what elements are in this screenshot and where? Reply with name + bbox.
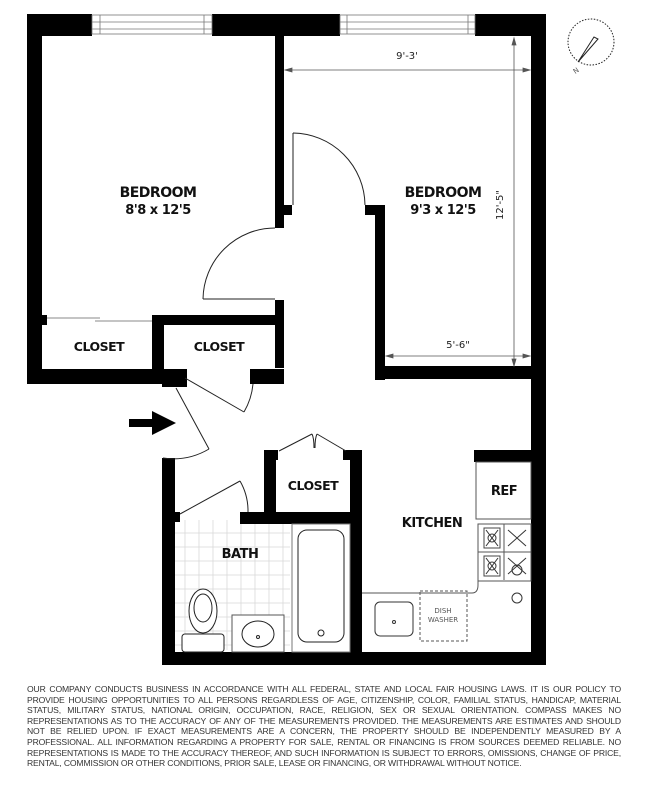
kitchen-fixtures [362, 461, 532, 642]
dimension-bedroom2-lower-width: 5'-6" [446, 340, 470, 351]
room-name-bath: BATH [222, 547, 259, 562]
dishwasher-label-2: WASHER [428, 616, 458, 624]
room-name-closet-2: CLOSET [194, 339, 245, 354]
door-swings [47, 132, 366, 515]
room-name-closet-3: CLOSET [288, 478, 339, 493]
refrigerator [475, 461, 532, 520]
room-name-kitchen: KITCHEN [402, 516, 462, 531]
dishwasher-label-1: DISH [434, 607, 451, 615]
room-name-closet-1: CLOSET [74, 339, 125, 354]
bath-fixtures [181, 523, 351, 653]
dimension-bedroom2-width: 9'-3' [396, 51, 418, 62]
bathtub [291, 523, 351, 653]
windows [91, 14, 476, 35]
entry-arrow-icon [129, 411, 176, 435]
dimension-lines [283, 36, 532, 368]
room-labels: BEDROOM 8'8 x 12'5 BEDROOM 9'3 x 12'5 CL… [74, 51, 518, 624]
kitchen-sink [374, 601, 414, 637]
walls [27, 14, 546, 665]
svg-text:N: N [572, 66, 581, 76]
room-size-bedroom-2: 9'3 x 12'5 [410, 203, 476, 218]
dishwasher [419, 590, 468, 642]
compass-icon: N [567, 18, 615, 76]
room-name-bedroom-1: BEDROOM [120, 185, 197, 201]
bathtub-basin [297, 529, 345, 643]
dimension-bedroom2-length: 12'-5" [495, 190, 506, 220]
room-size-bedroom-1: 8'8 x 12'5 [125, 203, 191, 218]
bath-sink [241, 620, 275, 648]
toilet-tank [181, 633, 225, 653]
floor-plan: N BEDROOM 8'8 x 12'5 BEDROOM 9'3 x 12'5 … [27, 14, 615, 665]
legal-disclaimer: OUR COMPANY CONDUCTS BUSINESS IN ACCORDA… [27, 684, 621, 769]
room-name-bedroom-2: BEDROOM [405, 185, 482, 201]
bath-tile-grid [172, 520, 290, 650]
ref-label: REF [491, 484, 517, 499]
